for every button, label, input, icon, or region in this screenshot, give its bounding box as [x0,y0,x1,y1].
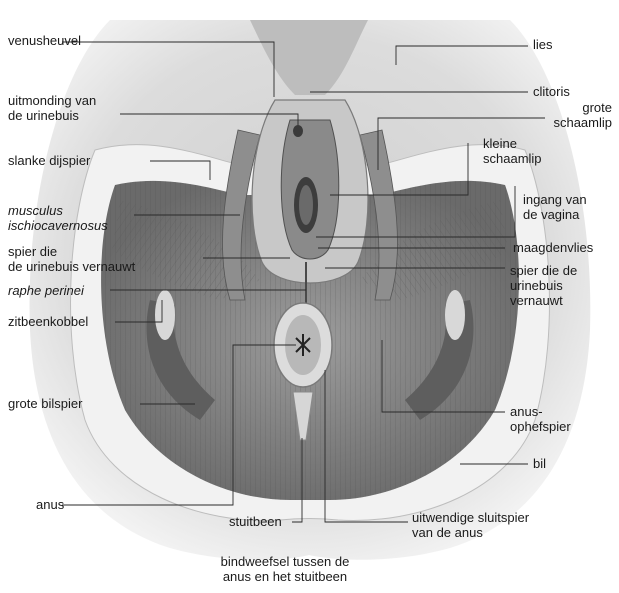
label-spier-urinebuis-rechts: spier die de urinebuis vernauwt [510,263,577,308]
label-sluitspier-line1: uitwendige sluitspier [412,510,529,525]
label-slanke-dijspier: slanke dijspier [8,153,90,168]
label-spier-links-line1: spier die [8,244,135,259]
label-grote-schaamlip: grote schaamlip [520,100,612,130]
label-spier-rechts-line1: spier die de [510,263,577,278]
label-grote-bilspier: grote bilspier [8,396,82,411]
label-musculus-ischiocavernosus: musculus ischiocavernosus [8,203,108,233]
label-sluitspier-line2: van de anus [412,525,529,540]
label-uitmonding-line2: de urinebuis [8,108,96,123]
label-bindweefsel-line2: anus en het stuitbeen [200,569,370,584]
label-spier-rechts-line3: vernauwt [510,293,577,308]
label-stuitbeen: stuitbeen [229,514,282,529]
label-anusophefspier-line2: ophefspier [510,419,571,434]
label-kleine-schaamlip-line1: kleine [483,136,542,151]
label-bil: bil [533,456,546,471]
label-uitwendige-sluitspier: uitwendige sluitspier van de anus [412,510,529,540]
label-spier-rechts-line2: urinebuis [510,278,577,293]
label-spier-links-line2: de urinebuis vernauwt [8,259,135,274]
label-spier-urinebuis-links: spier die de urinebuis vernauwt [8,244,135,274]
label-ingang-vagina-line2: de vagina [523,207,587,222]
label-zitbeenkobbel: zitbeenkobbel [8,314,88,329]
label-raphe-perinei: raphe perinei [8,283,84,298]
label-venusheuvel: venusheuvel [8,33,81,48]
label-uitmonding-line1: uitmonding van [8,93,96,108]
label-uitmonding-urinebuis: uitmonding van de urinebuis [8,93,96,123]
label-musculus-line2: ischiocavernosus [8,218,108,233]
label-grote-schaamlip-line1: grote [520,100,612,115]
label-bindweefsel-line1: bindweefsel tussen de [200,554,370,569]
label-anus-ophefspier: anus- ophefspier [510,404,571,434]
label-maagdenvlies: maagdenvlies [513,240,593,255]
label-anus: anus [36,497,64,512]
label-clitoris: clitoris [533,84,570,99]
label-kleine-schaamlip-line2: schaamlip [483,151,542,166]
label-lies: lies [533,37,553,52]
label-ingang-vagina: ingang van de vagina [523,192,587,222]
label-musculus-line1: musculus [8,203,108,218]
label-ingang-vagina-line1: ingang van [523,192,587,207]
label-bindweefsel: bindweefsel tussen de anus en het stuitb… [200,554,370,584]
urethral-opening [293,125,303,137]
label-kleine-schaamlip: kleine schaamlip [483,136,542,166]
label-anusophefspier-line1: anus- [510,404,571,419]
label-grote-schaamlip-line2: schaamlip [520,115,612,130]
